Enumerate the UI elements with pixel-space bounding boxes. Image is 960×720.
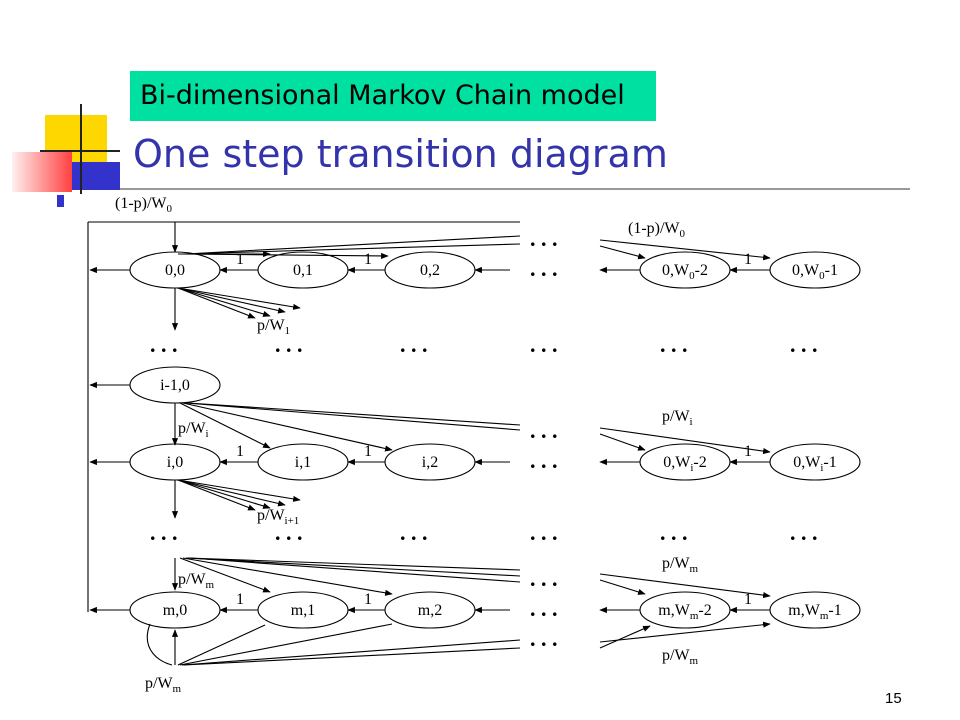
edge-label: 1 (744, 251, 752, 268)
node-label-0-w-1: 0,W0-1 (792, 262, 838, 282)
label-p-wm-bottom-right: p/Wm (662, 647, 699, 667)
node-label-m-0: m,0 (163, 602, 187, 619)
title-divider (120, 188, 910, 190)
node-label-i-2: i,2 (422, 454, 438, 471)
node-label-m-wm-1: m,Wm-1 (788, 602, 841, 622)
node-label-m-2: m,2 (418, 602, 442, 619)
node-label-0-1: 0,1 (293, 262, 313, 279)
ellipsis: . . . (400, 332, 428, 357)
edge-label: 1 (236, 251, 244, 268)
ellipsis: . . . (530, 520, 558, 545)
edge-label: 1 (236, 443, 244, 460)
ellipsis: . . . (530, 448, 558, 473)
ellipsis: . . . (660, 332, 688, 357)
node-label-m-1: m,1 (291, 602, 315, 619)
ellipsis: . . . (790, 332, 818, 357)
page-number: 15 (885, 690, 902, 707)
ellipsis: . . . (790, 520, 818, 545)
edge-label: 1 (364, 591, 372, 608)
decor-red-block (12, 152, 72, 192)
section-tag: Bi-dimensional Markov Chain model (130, 71, 656, 121)
edge-label: 1 (236, 591, 244, 608)
slide-title: One step transition diagram (133, 132, 668, 176)
decor-blue-square (57, 195, 64, 207)
decor-horizontal-line (40, 150, 120, 152)
label-p-wi-left: p/Wi (178, 420, 209, 440)
node-label-0-wi-2: 0,Wi-2 (663, 454, 707, 474)
ellipsis: . . . (400, 520, 428, 545)
ellipsis: . . . (530, 596, 558, 621)
edge-label: 1 (364, 251, 372, 268)
label-p-wm-right: p/Wm (662, 555, 699, 575)
ellipsis: . . . (530, 226, 558, 251)
node-label-i-1: i,1 (295, 454, 311, 471)
ellipsis: . . . (530, 418, 558, 443)
ellipsis: . . . (150, 332, 178, 357)
decor-vertical-line (80, 104, 82, 194)
node-label-0-2: 0,2 (420, 262, 440, 279)
edge-label: 1 (744, 591, 752, 608)
edge-label: 1 (744, 443, 752, 460)
label-p-wi-right: p/Wi (662, 408, 693, 428)
ellipsis: . . . (660, 520, 688, 545)
edge-label: 1 (364, 443, 372, 460)
label-p-wi1: p/Wi+1 (257, 507, 299, 527)
ellipsis: . . . (530, 332, 558, 357)
ellipsis: . . . (530, 626, 558, 651)
node-label-i-1-0: i-1,0 (160, 377, 190, 394)
ellipsis: . . . (150, 520, 178, 545)
node-label-0-w-2: 0,W0-2 (662, 262, 708, 282)
label-p-wm-bottom: p/Wm (145, 675, 182, 695)
node-label-m-wm-2: m,Wm-2 (658, 602, 711, 622)
ellipsis: . . . (275, 520, 303, 545)
label-p-wm-left: p/Wm (178, 571, 215, 591)
ellipsis: . . . (530, 256, 558, 281)
node-label-i-0: i,0 (167, 454, 183, 471)
label-top-main: (1-p)/W0 (115, 195, 173, 215)
ellipsis: . . . (530, 566, 558, 591)
ellipsis: . . . (275, 332, 303, 357)
node-label-0-0: 0,0 (165, 262, 185, 279)
node-label-0-wi-1: 0,Wi-1 (793, 454, 837, 474)
label-top-right: (1-p)/W0 (628, 220, 686, 240)
label-p-w1: p/W1 (257, 317, 290, 337)
